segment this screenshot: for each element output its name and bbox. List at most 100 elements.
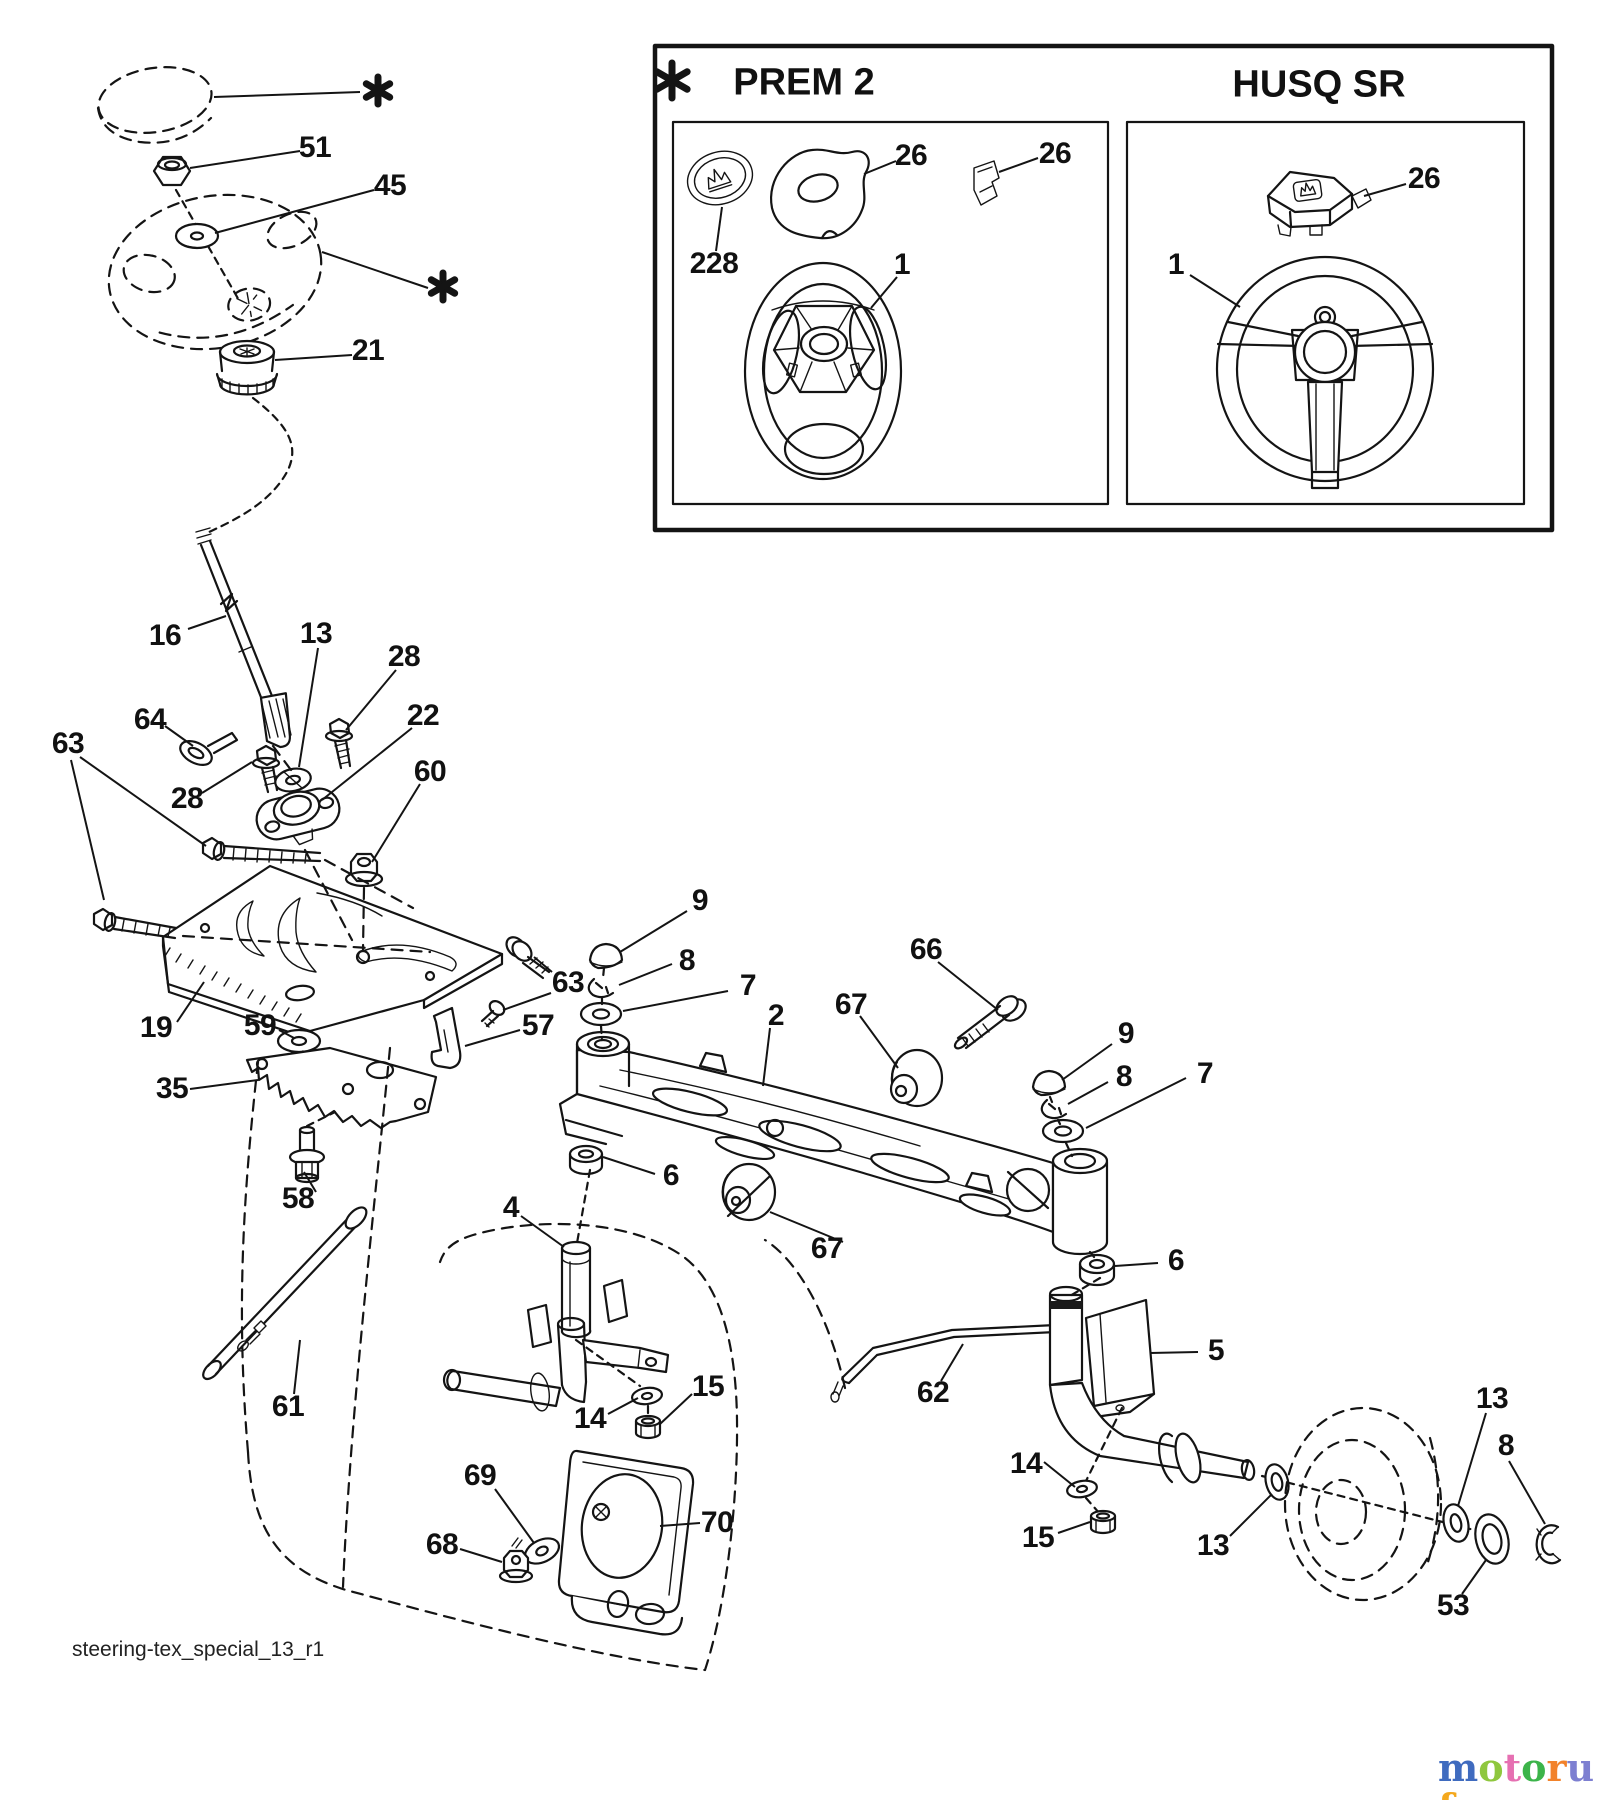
part-label-228: 228: [689, 247, 739, 280]
part-label-6: 6: [662, 1159, 680, 1192]
dash-6-5: [1068, 1250, 1102, 1298]
steering-wheel-cap-dashed: [96, 66, 213, 144]
part-label-15: 15: [1021, 1521, 1055, 1554]
motoruf-letter: u: [1566, 1745, 1595, 1790]
part-label-5: 5: [1207, 1334, 1225, 1367]
part-label-8: 8: [678, 944, 696, 977]
part-label-1: 1: [1167, 248, 1185, 281]
bushing-6-left: [568, 1144, 604, 1176]
washer-13-top: [274, 767, 312, 793]
spindle-5-right: [1048, 1285, 1256, 1484]
nut-68: [498, 1537, 534, 1584]
part-label-59: 59: [243, 1009, 277, 1042]
part-label-28: 28: [387, 640, 421, 673]
cap-26-prem2: [769, 148, 870, 240]
spindle-shaft-4: [560, 1240, 592, 1339]
part-label-66: 66: [909, 933, 943, 966]
keeper-64: [179, 731, 239, 767]
steering-shaft-16: [195, 527, 292, 749]
part-label-19: 19: [139, 1011, 173, 1044]
motoruf-letter: m: [1438, 1745, 1479, 1790]
e-clip-8: [1535, 1524, 1562, 1565]
leader-lines: [70, 91, 1546, 1595]
washer-7-right: [1041, 1118, 1085, 1144]
front-wheel-dashed: [1283, 1406, 1443, 1602]
part-label-61: 61: [271, 1390, 305, 1423]
shoulder-bolt-58: [288, 1125, 326, 1184]
nut-51: [152, 155, 192, 187]
part-label-63: 63: [51, 727, 85, 760]
drag-link-61: [202, 1206, 368, 1381]
bracket-57: [430, 1006, 462, 1070]
part-label-63: 63: [551, 966, 585, 999]
part-label-4: 4: [502, 1191, 520, 1224]
part-label-9: 9: [1117, 1017, 1135, 1050]
part-label-26: 26: [1407, 162, 1441, 195]
part-label-67: 67: [810, 1232, 844, 1265]
keeper-plate-70: [557, 1449, 695, 1636]
nut-15-right: [1089, 1509, 1117, 1535]
motoruf-letter: t: [1503, 1745, 1522, 1790]
inset-title-husq-sr: HUSQ SR: [1232, 63, 1406, 106]
part-label-51: 51: [298, 131, 332, 164]
part-label-2: 2: [767, 999, 785, 1032]
cap-9-left: [588, 942, 624, 970]
front-axle-2: [558, 1030, 1109, 1256]
steering-wheel-husq: [1215, 255, 1435, 490]
part-label-62: 62: [916, 1376, 950, 1409]
part-label-7: 7: [739, 969, 757, 1002]
part-label-6: 6: [1167, 1244, 1185, 1277]
emblem-228: [686, 150, 754, 206]
motoruf-letter: o: [1478, 1745, 1504, 1790]
part-label-13: 13: [1475, 1382, 1509, 1415]
part-label-16: 16: [148, 619, 182, 652]
nut-60: [344, 852, 384, 888]
motoruf-letter: r: [1546, 1745, 1567, 1790]
spacer-67-bottom: [721, 1162, 777, 1222]
bolt-66: [953, 995, 1027, 1050]
washer-53: [1474, 1513, 1510, 1565]
steering-wheel-prem2: [743, 261, 903, 481]
part-label-58: 58: [281, 1182, 315, 1215]
dash-4-14: [574, 1338, 650, 1418]
motoruf-logo[interactable]: motoruf.de: [1438, 1748, 1601, 1800]
part-label-14: 14: [1009, 1447, 1043, 1480]
bolt-28-left: [251, 744, 281, 794]
part-label-8: 8: [1497, 1429, 1515, 1462]
part-label-60: 60: [413, 755, 447, 788]
part-label-68: 68: [425, 1528, 459, 1561]
inset-title-prem2: PREM 2: [733, 61, 875, 104]
part-label-14: 14: [573, 1402, 607, 1435]
part-label-26: 26: [894, 139, 928, 172]
part-label-9: 9: [691, 884, 709, 917]
part-label-7: 7: [1196, 1057, 1214, 1090]
dash-987-right: [1048, 1095, 1074, 1158]
cap-26-husq: [1266, 170, 1372, 237]
washer-14-right: [1066, 1479, 1098, 1499]
dash-58: [305, 1110, 337, 1128]
asterisk-marker: [651, 59, 693, 101]
part-label-13: 13: [299, 617, 333, 650]
motoruf-letter: f: [1438, 1788, 1454, 1800]
part-label-15: 15: [691, 1370, 725, 1403]
clip-8-left: [587, 977, 615, 999]
washer-13-wheel-right: [1442, 1503, 1470, 1543]
bearing-flange-22: [255, 787, 341, 846]
part-label-13: 13: [1196, 1529, 1230, 1562]
dash-6-4: [575, 1168, 592, 1245]
spacer-67-right: [889, 1048, 944, 1108]
part-label-35: 35: [155, 1072, 189, 1105]
part-label-1: 1: [893, 248, 911, 281]
drawing-id-text: steering-tex_special_13_r1: [72, 1638, 325, 1661]
cap-9-right: [1031, 1069, 1067, 1097]
part-label-69: 69: [463, 1459, 497, 1492]
part-label-70: 70: [700, 1506, 734, 1539]
part-label-28: 28: [170, 782, 204, 815]
bolts-63-left: [92, 836, 322, 940]
part-label-57: 57: [521, 1009, 555, 1042]
washer-69: [523, 1537, 561, 1565]
screws-63-right: [480, 936, 551, 1028]
cap-26-prem2-clip: [973, 160, 1000, 206]
